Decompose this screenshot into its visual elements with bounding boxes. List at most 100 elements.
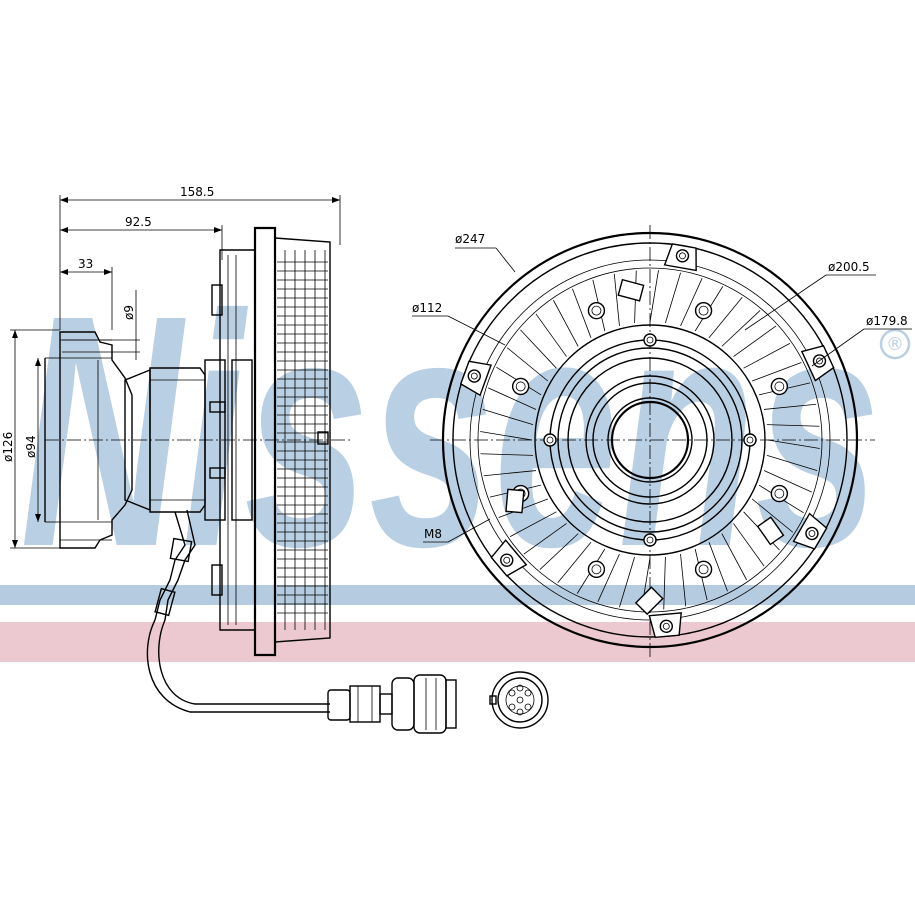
mounting-lugs <box>459 243 835 639</box>
fin-rib <box>520 329 557 369</box>
fin-rib <box>721 533 747 581</box>
mounting-flange <box>44 331 133 549</box>
dim-bolt-circle: ø200.5 <box>744 260 876 331</box>
mounting-lug <box>663 243 697 272</box>
connector-pin-face-icon <box>489 671 549 729</box>
mounting-lug <box>800 345 835 382</box>
fin-rib <box>488 387 537 410</box>
fin-rib <box>619 556 635 608</box>
dim-thread: M8 <box>423 518 491 543</box>
fin-rib <box>733 325 777 357</box>
fin-rib <box>483 470 537 477</box>
fin-rib <box>506 347 549 382</box>
watermark-pink-band <box>0 622 915 662</box>
dim-flange-length-label: 33 <box>78 257 93 271</box>
fin-rib <box>733 523 765 567</box>
bolt-hole-icon <box>587 560 606 579</box>
fin-rib <box>480 453 534 456</box>
dim-outer-diameter: ø247 <box>455 232 516 273</box>
bolt-hole-icon <box>511 377 530 396</box>
fin-rib <box>708 296 743 339</box>
dim-bolt-circle-label: ø200.5 <box>828 260 870 274</box>
side-view: 158.5 92.5 33 ø9 ø126 <box>1 185 549 734</box>
fin-rib <box>763 403 817 410</box>
lug-bolt-hole-icon <box>659 619 673 633</box>
bolt-hole-icon <box>694 301 713 320</box>
fin-rib <box>708 542 728 592</box>
watermark-blue-band <box>0 585 915 605</box>
hub-hole-icon <box>643 333 657 347</box>
front-view: ø247 ø200.5 ø179.8 ø112 M8 <box>412 225 912 660</box>
hub-hole-icon <box>743 433 757 447</box>
sensor-slot <box>756 516 785 546</box>
fin-rib <box>480 431 533 441</box>
dim-bolt-hole: ø9 <box>62 290 140 360</box>
fin-rib <box>663 556 666 610</box>
fin-rib <box>557 541 592 584</box>
fin-rib <box>482 409 534 425</box>
hub-hole-icon <box>543 433 557 447</box>
dim-hub-diameter: ø112 <box>412 301 506 346</box>
fin-rib <box>572 288 592 338</box>
lug-bolt-hole-icon <box>675 249 690 263</box>
dim-pilot-outer: ø126 <box>1 329 60 549</box>
dim-flange-length: 33 <box>60 257 113 330</box>
dim-overall-length: 158.5 <box>59 185 341 330</box>
fin-rib <box>763 470 812 493</box>
svg-text:®: ® <box>886 334 904 355</box>
dim-mount-circle: ø179.8 <box>811 314 912 367</box>
hub-ring <box>557 347 743 533</box>
bolt-hole-icon <box>587 301 606 320</box>
mounting-lug <box>490 539 528 577</box>
clutch-hub <box>124 359 226 521</box>
bolt-hole-icon <box>770 377 789 396</box>
fin-rib <box>535 313 567 357</box>
bolt-hole-icon <box>770 484 789 503</box>
dim-pilot-inner-label: ø94 <box>24 435 38 458</box>
fin-rib <box>743 343 791 369</box>
dim-hub-length: 92.5 <box>60 215 223 260</box>
sensor-slot <box>505 488 525 514</box>
fan-drive-body <box>211 226 331 657</box>
lug-bolt-hole-icon <box>805 526 819 541</box>
mounting-lug <box>459 360 492 397</box>
outer-rim <box>441 231 859 649</box>
fin-rib <box>498 498 548 518</box>
dim-hub-length-label: 92.5 <box>125 215 152 229</box>
lug-bolt-hole-icon <box>467 369 481 383</box>
fin-rib <box>539 533 579 570</box>
mounting-lug <box>792 512 828 550</box>
harness-cable <box>146 509 330 713</box>
dim-pilot-inner: ø94 <box>24 358 41 522</box>
cooling-fins <box>277 250 328 630</box>
dim-bolt-hole-label: ø9 <box>122 305 136 320</box>
fin-rib <box>613 273 620 327</box>
fin-rib <box>767 439 820 449</box>
dim-thread-label: M8 <box>424 527 442 541</box>
fin-rib <box>751 498 794 533</box>
watermark: Nissens ® <box>0 246 915 662</box>
lug-bolt-hole-icon <box>500 553 514 567</box>
cable-connector <box>327 674 457 734</box>
fin-rib <box>649 270 659 323</box>
mounting-lug <box>648 612 682 639</box>
hub-hole-icon <box>643 533 657 547</box>
dim-mount-circle-label: ø179.8 <box>866 314 908 328</box>
watermark-logo-text: Nissens <box>20 246 880 615</box>
fin-rib <box>721 310 761 347</box>
fin-rib <box>597 553 620 602</box>
bolt-holes <box>505 278 789 616</box>
fin-rib <box>680 278 703 327</box>
bolt-hole-icon <box>694 560 713 579</box>
fin-rib <box>680 553 687 607</box>
dim-pilot-outer-label: ø126 <box>1 432 15 462</box>
sensor-slot <box>617 278 645 302</box>
fin-rib <box>752 362 802 382</box>
registered-mark-icon: ® <box>879 328 911 360</box>
dim-overall-length-label: 158.5 <box>180 185 214 199</box>
fin-rib <box>523 523 567 555</box>
sensor-slot <box>634 586 664 616</box>
fin-rib <box>665 272 681 324</box>
fin-rib <box>766 455 818 471</box>
